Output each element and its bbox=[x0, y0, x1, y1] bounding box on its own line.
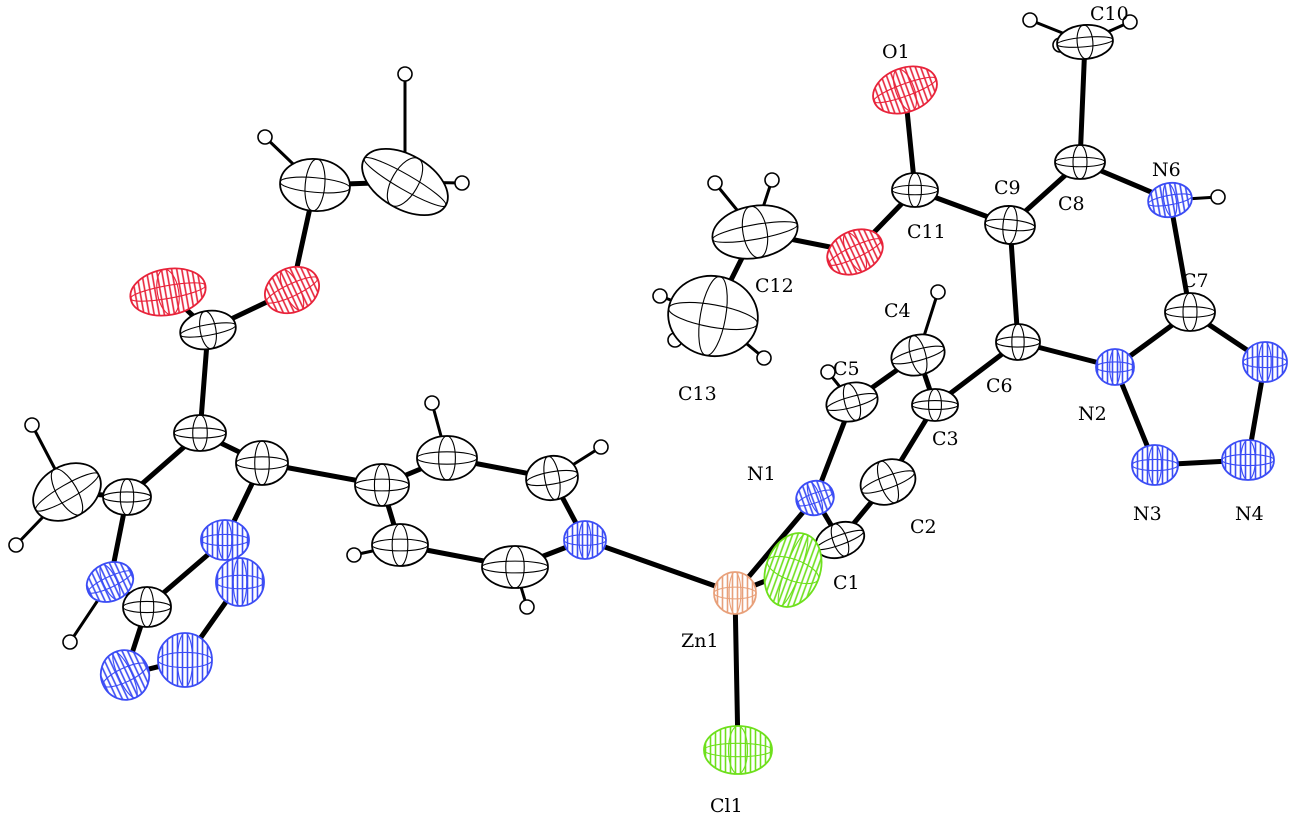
label-C12: C12 bbox=[755, 275, 794, 297]
atom-Ca6 bbox=[354, 463, 410, 507]
atom-C5 bbox=[825, 381, 879, 423]
label-C11: C11 bbox=[907, 221, 946, 243]
hydrogen-atom bbox=[397, 66, 413, 82]
atom-N5 bbox=[1242, 341, 1288, 383]
hydrogen-atom bbox=[24, 417, 40, 433]
label-C4: C4 bbox=[884, 300, 911, 322]
atom-Zn1 bbox=[713, 571, 757, 615]
hydrogen-atom bbox=[454, 175, 470, 191]
atom-C13 bbox=[667, 274, 759, 358]
label-C13: C13 bbox=[678, 383, 717, 405]
atom-C10 bbox=[1056, 23, 1114, 61]
atom-C4 bbox=[890, 333, 946, 377]
atom-Ca2 bbox=[279, 158, 351, 212]
label-N3: N3 bbox=[1133, 503, 1162, 525]
atom-Ca1 bbox=[361, 147, 449, 217]
atom-Ca5 bbox=[235, 440, 289, 486]
atom-Ca12 bbox=[32, 462, 102, 522]
label-C2: C2 bbox=[910, 516, 937, 538]
labels-layer: O1 C10 C8 N6 C9 C11 C12 C7 C4 C6 C5 C13 … bbox=[678, 3, 1264, 817]
atom-Ca7 bbox=[416, 435, 478, 481]
label-C10: C10 bbox=[1090, 3, 1129, 25]
label-C8: C8 bbox=[1058, 193, 1085, 215]
atom-O11 bbox=[826, 228, 884, 276]
bond-Na1-Zn1 bbox=[582, 537, 738, 596]
hydrogen-atom bbox=[1022, 12, 1038, 28]
atom-C11 bbox=[891, 172, 939, 208]
hydrogen-atom bbox=[930, 284, 946, 300]
atom-N6 bbox=[1147, 181, 1193, 219]
atom-Ca11 bbox=[102, 478, 152, 516]
label-N2: N2 bbox=[1078, 403, 1107, 425]
atom-C12 bbox=[711, 204, 799, 260]
atom-C3 bbox=[911, 388, 959, 422]
hydrogen-atom bbox=[62, 634, 78, 650]
label-C6: C6 bbox=[986, 375, 1013, 397]
atom-Na5 bbox=[99, 649, 151, 701]
atoms-layer bbox=[8, 12, 1288, 775]
bond-C10-C8 bbox=[1077, 39, 1088, 165]
atom-Ca4 bbox=[173, 414, 227, 452]
label-N6: N6 bbox=[1152, 159, 1181, 181]
atom-Ca8 bbox=[525, 454, 579, 502]
atom-N1 bbox=[795, 479, 835, 517]
hydrogen-atom bbox=[8, 537, 24, 553]
atom-Na4 bbox=[85, 561, 135, 603]
hydrogen-atom bbox=[519, 599, 535, 615]
label-O1: O1 bbox=[882, 41, 910, 63]
atom-C2 bbox=[859, 458, 917, 506]
hydrogen-atom bbox=[1210, 189, 1226, 205]
atom-Na1 bbox=[563, 520, 607, 560]
atom-C6 bbox=[995, 323, 1041, 361]
atom-O1 bbox=[872, 65, 938, 115]
label-C3: C3 bbox=[932, 428, 959, 450]
label-Cl1: Cl1 bbox=[710, 795, 743, 817]
label-N1: N1 bbox=[747, 463, 776, 485]
atom-N2 bbox=[1095, 348, 1135, 386]
label-C7: C7 bbox=[1182, 270, 1209, 292]
atom-Na6 bbox=[157, 632, 213, 688]
hydrogen-atom bbox=[820, 364, 836, 380]
label-Zn1: Zn1 bbox=[681, 630, 719, 652]
atom-Ca9 bbox=[481, 545, 549, 589]
atom-C8 bbox=[1054, 144, 1106, 180]
hydrogen-atom bbox=[346, 547, 362, 563]
atom-Ca3 bbox=[179, 309, 237, 351]
atom-Oa2 bbox=[129, 267, 207, 317]
hydrogen-atom bbox=[756, 350, 772, 366]
atom-N3 bbox=[1131, 444, 1179, 486]
hydrogen-atom bbox=[707, 175, 723, 191]
atom-Na3 bbox=[215, 557, 265, 607]
atom-Cl2 bbox=[763, 532, 823, 608]
bond-Zn1-Cl1 bbox=[732, 590, 741, 753]
atom-Oa1 bbox=[264, 265, 320, 315]
hydrogen-atom bbox=[652, 288, 668, 304]
label-C1: C1 bbox=[833, 572, 860, 594]
label-C9: C9 bbox=[994, 177, 1021, 199]
hydrogen-atom bbox=[257, 129, 273, 145]
label-C5: C5 bbox=[833, 358, 860, 380]
hydrogen-atom bbox=[764, 172, 780, 188]
hydrogen-atom bbox=[1122, 14, 1138, 30]
atom-C7 bbox=[1164, 292, 1216, 332]
atom-Ca10 bbox=[371, 523, 429, 567]
atom-Ca13 bbox=[122, 586, 172, 628]
atom-Na2 bbox=[200, 519, 250, 561]
hydrogen-atom bbox=[593, 439, 609, 455]
atom-N4 bbox=[1221, 439, 1275, 481]
atom-C9 bbox=[984, 205, 1036, 245]
hydrogen-atom bbox=[424, 395, 440, 411]
label-N4: N4 bbox=[1235, 503, 1264, 525]
atom-Cl1 bbox=[703, 725, 773, 775]
